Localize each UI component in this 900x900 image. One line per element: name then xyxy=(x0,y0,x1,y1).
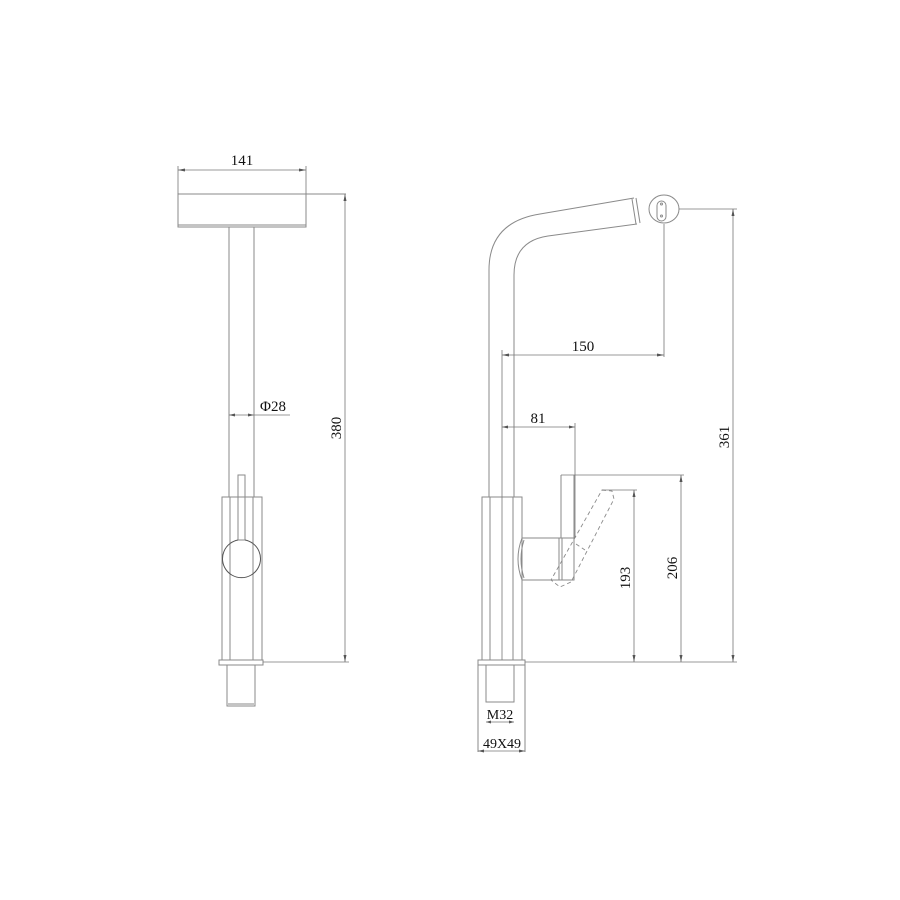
spout-outer xyxy=(488,197,635,497)
dim-label-phi28: Φ28 xyxy=(260,399,286,415)
dim-spout-diameter: Φ28 xyxy=(229,399,290,417)
dim-label-193: 193 xyxy=(618,567,634,590)
dim-label-380: 380 xyxy=(329,417,345,440)
dim-thread: M32 xyxy=(486,708,514,724)
base-flange xyxy=(218,659,264,666)
cartridge-housing xyxy=(522,537,563,581)
dim-total-height: 380 xyxy=(263,194,349,663)
dim-handle-top-height: 206 xyxy=(561,474,684,662)
lever-base xyxy=(558,537,575,581)
dim-label-361: 361 xyxy=(717,426,733,449)
dim-base-width: 141 xyxy=(177,153,307,194)
dim-label-206: 206 xyxy=(665,556,681,579)
lower-body xyxy=(221,496,263,661)
dim-label-49x49: 49X49 xyxy=(483,737,521,752)
spout-head-outline xyxy=(177,193,307,228)
base-flange-side xyxy=(477,659,526,666)
threaded-shank-side xyxy=(485,664,515,703)
dim-label-150: 150 xyxy=(572,339,595,355)
aerator-head xyxy=(648,194,680,224)
dim-label-m32: M32 xyxy=(487,708,513,723)
spout-inner xyxy=(513,223,638,497)
lever-open-position xyxy=(550,489,615,588)
dim-label-81: 81 xyxy=(531,411,546,427)
spray-button xyxy=(656,200,667,222)
lever-ball xyxy=(222,539,261,579)
dim-spout-height: 361 xyxy=(679,208,737,662)
dim-handle-offset: 81 xyxy=(502,411,576,538)
dim-base-size: 49X49 xyxy=(478,737,525,753)
front-view: 141 Φ28 380 xyxy=(177,153,349,707)
side-view: M32 49X49 150 81 xyxy=(477,194,737,753)
dim-label-141: 141 xyxy=(231,153,254,169)
threaded-shank xyxy=(226,664,256,707)
lever-stem xyxy=(237,474,246,541)
dim-spout-reach: 150 xyxy=(501,224,665,660)
dim-handle-height: 193 xyxy=(602,489,637,662)
